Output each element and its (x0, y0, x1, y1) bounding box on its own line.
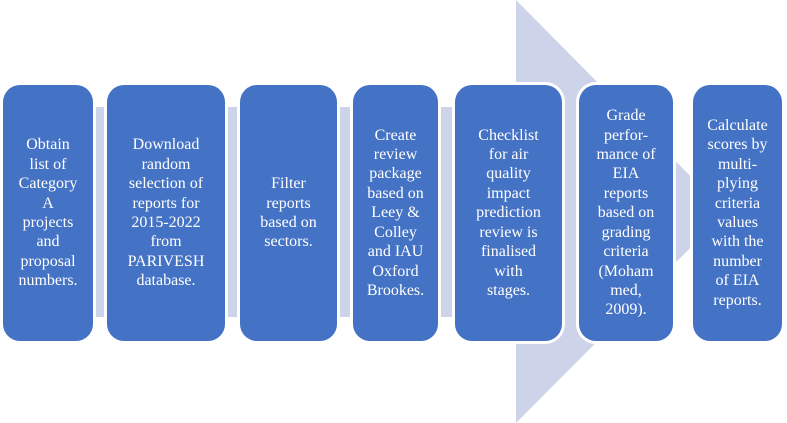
step-download-reports: Download random selection of reports for… (107, 85, 225, 341)
step-calculate-scores: Calculate scores by multi- plying criter… (693, 85, 782, 341)
step-text: Filter reports based on sectors. (260, 175, 317, 251)
step-text: Create review package based on Leey & Co… (366, 126, 425, 299)
step-text: Checklist for air quality impact predict… (476, 126, 541, 299)
step-create-review-package: Create review package based on Leey & Co… (353, 85, 438, 341)
step-grade-performance: Grade perfor- mance of EIA reports based… (579, 85, 673, 341)
step-filter-reports: Filter reports based on sectors. (240, 85, 337, 341)
step-text: Calculate scores by multi- plying criter… (707, 116, 768, 309)
step-text: Download random selection of reports for… (127, 136, 205, 290)
step-obtain-list: Obtain list of Category A projects and p… (3, 85, 93, 341)
step-checklist-finalised: Checklist for air quality impact predict… (455, 85, 562, 341)
step-text: Obtain list of Category A projects and p… (18, 136, 78, 290)
step-text: Grade perfor- mance of EIA reports based… (596, 107, 656, 319)
